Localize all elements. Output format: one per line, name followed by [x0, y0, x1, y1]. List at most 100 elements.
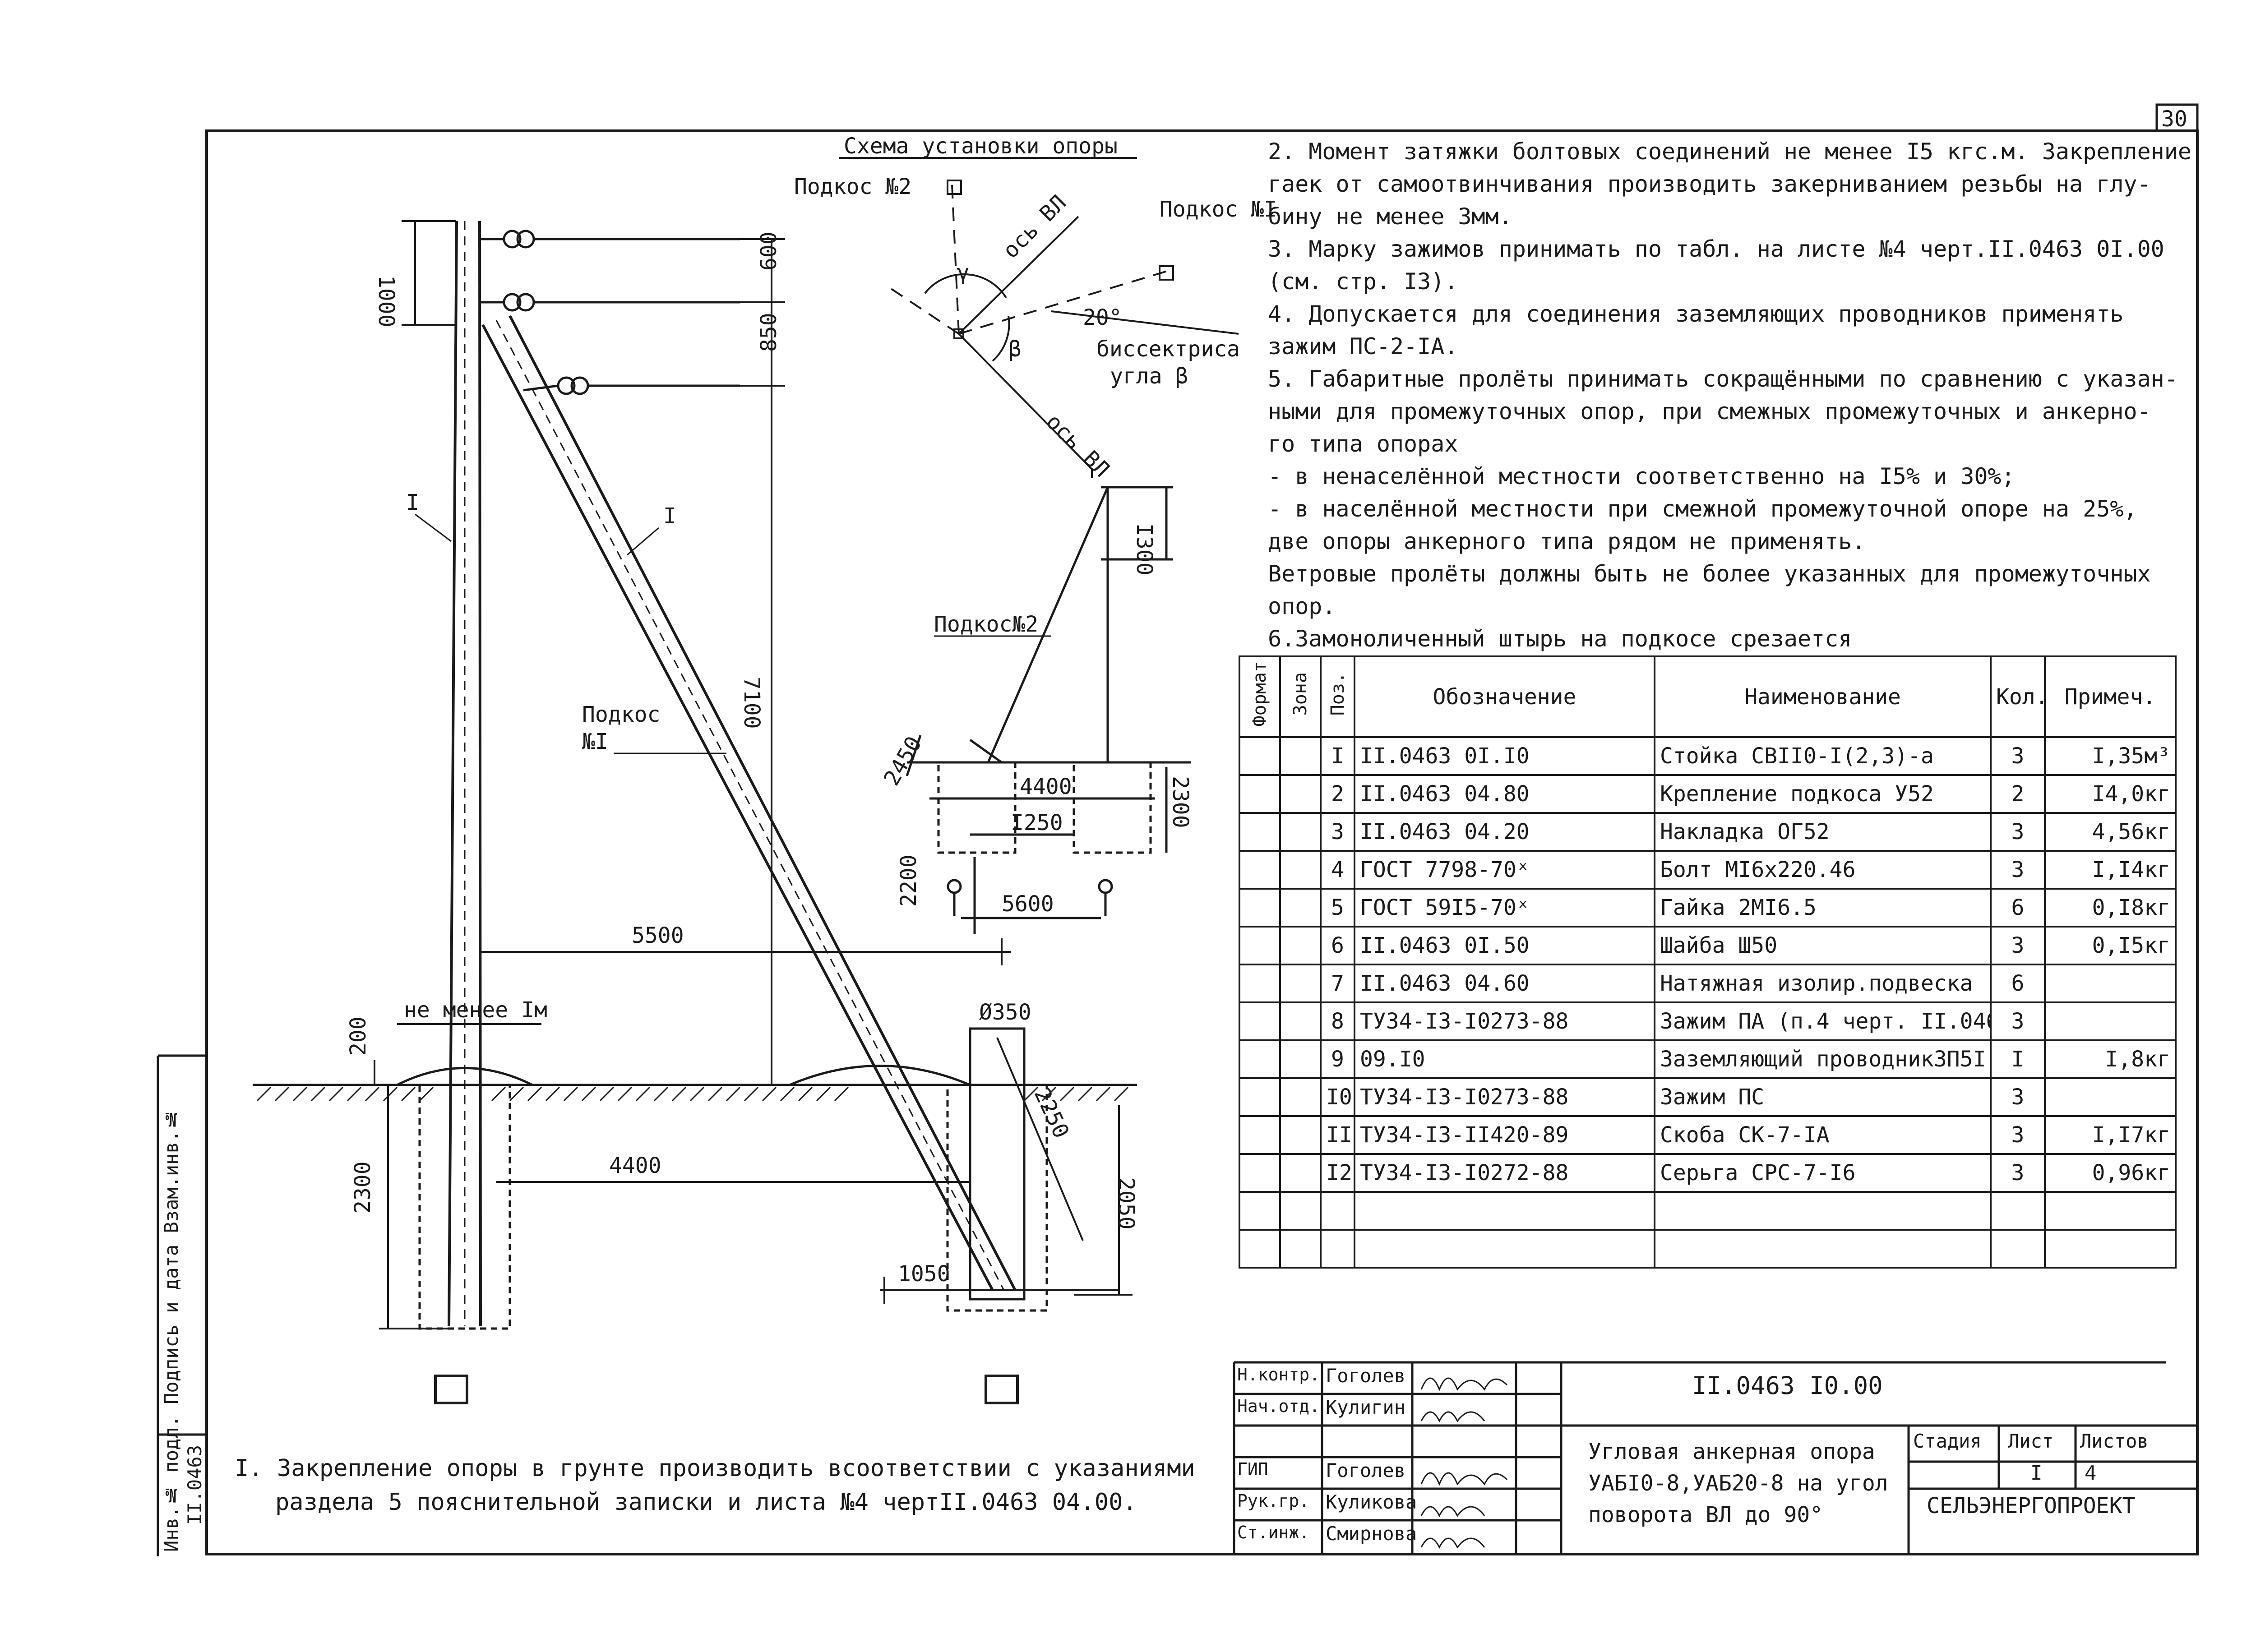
cell-zone	[1279, 964, 1322, 1003]
cell-zone	[1279, 1191, 1322, 1231]
cell-format	[1239, 888, 1281, 928]
note-line: 4. Допускается для соединения заземляющи…	[1268, 301, 2124, 327]
cell-format	[1239, 736, 1281, 776]
note-line: бину не менее 3мм.	[1268, 203, 1512, 230]
cell-qty: 3	[1990, 926, 2046, 965]
cell-pos: 6	[1320, 926, 1355, 965]
header-note: Примеч.	[2044, 655, 2177, 738]
dim-200: 200	[346, 1016, 371, 1056]
cell-note: I,35м³	[2044, 736, 2177, 776]
cell-pos: 8	[1320, 1001, 1355, 1041]
cell-qty	[1990, 1229, 2046, 1269]
cell-zone	[1279, 1153, 1322, 1193]
note-line: гаек от самоотвинчивания производить зак…	[1268, 171, 2151, 197]
note-line: го типа опорах	[1268, 431, 1458, 457]
notes-block: 2. Момент затяжки болтовых соединений не…	[1268, 135, 2191, 655]
note-line: Ветровые пролёты должны быть не более ук…	[1268, 561, 2151, 587]
scheme-angle-beta: угла β	[1110, 364, 1188, 389]
role-person-name: Гоголев	[1326, 1365, 1406, 1387]
cell-name: Зажим ПА (п.4 черт. II.0463 0I.00)	[1654, 1001, 1992, 1041]
table-row	[1239, 1229, 2177, 1269]
label-pos-1-brace: I	[663, 503, 676, 529]
cell-qty: I	[1990, 1039, 2046, 1079]
cell-name: Заземляющий проводникЗП5I	[1654, 1039, 1992, 1079]
dim-5500: 5500	[632, 923, 684, 948]
sheet-number: 30	[2161, 106, 2187, 132]
cell-qty: 6	[1990, 888, 2046, 928]
dim-1050: 1050	[898, 1261, 950, 1287]
cell-qty: 3	[1990, 736, 2046, 776]
cell-note: I,8кг	[2044, 1039, 2177, 1079]
cell-qty: 3	[1990, 1077, 2046, 1117]
cell-pos	[1320, 1191, 1355, 1231]
cell-designation: ТУ34-I3-I0272-88	[1354, 1153, 1655, 1193]
brace-1-label-b: №I	[582, 729, 608, 754]
brace-1	[481, 315, 1017, 1291]
scheme-gamma: γ	[957, 260, 970, 285]
cell-note: 4,56кг	[2044, 812, 2177, 852]
detail-brace-2-label: Подкос№2	[934, 612, 1038, 637]
note-line: опор.	[1268, 593, 1336, 619]
min-1m-label: не менее Iм	[404, 997, 547, 1023]
role-person-name: Гоголев	[1326, 1459, 1406, 1481]
cell-name: Скоба СК-7-IА	[1654, 1115, 1992, 1155]
note-line: - в населённой местности при смежной про…	[1268, 496, 2137, 522]
cell-format	[1239, 812, 1281, 852]
cell-qty: 6	[1990, 964, 2046, 1003]
specification-table: Формат Зона Поз. Обозначение Наименовани…	[1239, 655, 2177, 1269]
note-line: ными для промежуточных опор, при смежных…	[1268, 398, 2151, 425]
organization: СЕЛЬЭНЕРГОПРОЕКТ	[1927, 1493, 2136, 1518]
cell-note: 0,96кг	[2044, 1153, 2177, 1193]
sheets-label: Листов	[2080, 1430, 2149, 1452]
scheme-brace-2-label: Подкос №2	[794, 174, 911, 199]
note-line: 5. Габаритные пролёты принимать сокращён…	[1268, 366, 2178, 392]
brace-1-label-a: Подкос	[582, 702, 660, 727]
dim-850: 850	[756, 313, 781, 352]
cell-format	[1239, 1229, 1281, 1269]
cell-pos	[1320, 1229, 1355, 1269]
scheme-angle-20: 20°	[1083, 305, 1122, 330]
installation-scheme	[883, 180, 1239, 478]
detail-1250: I250	[1011, 810, 1063, 835]
cell-name: Гайка 2МI6.5	[1654, 888, 1992, 928]
cell-format	[1239, 926, 1281, 965]
cell-note	[2044, 964, 2177, 1003]
cell-designation: II.0463 0I.50	[1354, 926, 1655, 965]
header-format: Формат	[1239, 655, 1281, 738]
cell-qty: 2	[1990, 774, 2046, 814]
side-stamp-label: Инв.№ подл. Подпись и дата Взам.инв.№	[160, 1108, 182, 1552]
cell-note: 0,I8кг	[2044, 888, 2177, 928]
title-line-3: поворота ВЛ до 90°	[1588, 1502, 1823, 1527]
cell-designation: II.0463 04.20	[1354, 812, 1655, 852]
side-stamp-number: II.0463	[184, 1444, 206, 1525]
cell-format	[1239, 1115, 1281, 1155]
cell-zone	[1279, 1229, 1322, 1269]
cell-zone	[1279, 1001, 1322, 1041]
detail-1300: I300	[1132, 523, 1157, 576]
title-line-2: УАБI0-8,УАБ20-8 на угол	[1588, 1471, 1888, 1496]
cell-designation: ТУ34-I3-II420-89	[1354, 1115, 1655, 1155]
footnote-line-1: I. Закрепление опоры в грунте производит…	[235, 1455, 1195, 1482]
cell-qty: 3	[1990, 850, 2046, 890]
header-zone: Зона	[1279, 655, 1322, 738]
cell-pos: I	[1320, 736, 1355, 776]
sheets-value: 4	[2085, 1462, 2097, 1485]
cell-designation	[1354, 1229, 1655, 1269]
cell-zone	[1279, 888, 1322, 928]
sheet-label: Лист	[2008, 1430, 2054, 1452]
header-pos: Поз.	[1320, 655, 1355, 738]
detail-5600: 5600	[1002, 891, 1054, 917]
cell-name: Натяжная изолир.подвеска	[1654, 964, 1992, 1003]
cell-format	[1239, 1077, 1281, 1117]
cell-pos: 5	[1320, 888, 1355, 928]
footnote-line-2: раздела 5 пояснительной записки и листа …	[275, 1489, 1137, 1516]
cell-name: Серьга СРС-7-I6	[1654, 1153, 1992, 1193]
cell-qty: 3	[1990, 1115, 2046, 1155]
signatures	[1420, 1377, 1508, 1549]
cell-pos: I0	[1320, 1077, 1355, 1117]
cell-note: I,I7кг	[2044, 1115, 2177, 1155]
